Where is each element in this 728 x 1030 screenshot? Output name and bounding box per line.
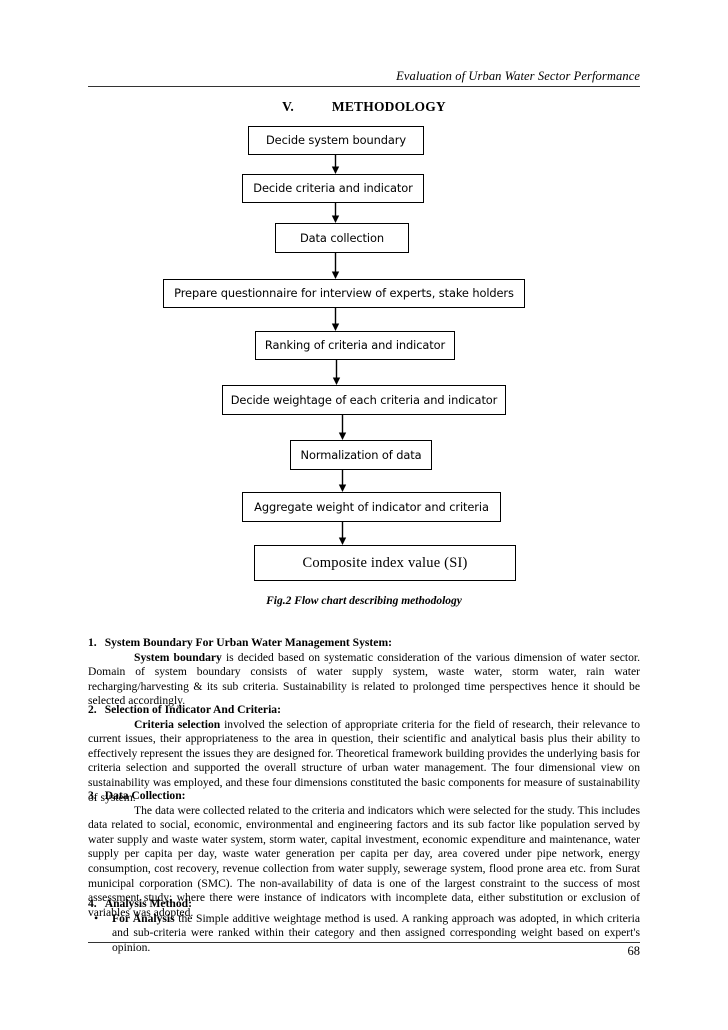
section-2-heading-text: Selection of Indicator And Criteria: bbox=[104, 703, 281, 716]
section-2-body: involved the selection of appropriate cr… bbox=[88, 717, 640, 804]
section-4-bullet-body: the Simple additive weightage method is … bbox=[112, 911, 640, 954]
section-numeral: V. bbox=[282, 99, 294, 114]
section-3-heading: 3. Data Collection: bbox=[88, 789, 640, 804]
section-block-2: 2. Selection of Indicator And Criteria: C… bbox=[88, 703, 640, 805]
flow-arrow-5 bbox=[331, 360, 342, 385]
section-3-number: 3. bbox=[88, 789, 97, 802]
section-4-number: 4. bbox=[88, 897, 97, 910]
flow-box-composite-index-value: Composite index value (SI) bbox=[254, 545, 516, 581]
flow-box-ranking-criteria-indicator: Ranking of criteria and indicator bbox=[255, 331, 455, 360]
header-rule bbox=[88, 86, 640, 87]
section-block-1: 1. System Boundary For Urban Water Manage… bbox=[88, 636, 640, 709]
section-2-paragraph: Criteria selection involved the selectio… bbox=[88, 718, 640, 806]
flow-box-decide-system-boundary: Decide system boundary bbox=[248, 126, 424, 155]
section-block-4: 4. Analysis Method: • For Analysis the Sim… bbox=[88, 897, 640, 955]
section-4-heading-text: Analysis Method: bbox=[104, 897, 192, 910]
flow-arrow-2 bbox=[330, 203, 341, 223]
page-title: V. METHODOLOGY bbox=[88, 99, 640, 115]
running-header: Evaluation of Urban Water Sector Perform… bbox=[396, 69, 640, 83]
flow-arrow-4 bbox=[330, 308, 341, 331]
section-block-3: 3. Data Collection: The data were collect… bbox=[88, 789, 640, 920]
figure-caption: Fig.2 Flow chart describing methodology bbox=[266, 595, 462, 607]
section-2-number: 2. bbox=[88, 703, 97, 716]
section-3-heading-text: Data Collection: bbox=[104, 789, 186, 802]
section-1-lead: System boundary bbox=[134, 650, 222, 664]
flow-box-decide-criteria-indicator: Decide criteria and indicator bbox=[242, 174, 424, 203]
section-2-heading: 2. Selection of Indicator And Criteria: bbox=[88, 703, 640, 718]
flow-arrow-8 bbox=[337, 522, 348, 545]
flow-arrow-3 bbox=[330, 253, 341, 279]
section-1-paragraph: System boundary is decided based on syst… bbox=[88, 651, 640, 709]
section-3-paragraph: The data were collected related to the c… bbox=[88, 803, 640, 919]
page-number: 68 bbox=[627, 944, 641, 958]
section-4-bullet-lead: For Analysis bbox=[112, 911, 175, 925]
section-4-heading: 4. Analysis Method: bbox=[88, 897, 640, 912]
flow-box-aggregate-weight: Aggregate weight of indicator and criter… bbox=[242, 492, 501, 522]
flow-box-prepare-questionnaire: Prepare questionnaire for interview of e… bbox=[163, 279, 525, 308]
section-1-number: 1. bbox=[88, 636, 97, 649]
flow-box-decide-weightage: Decide weightage of each criteria and in… bbox=[222, 385, 506, 415]
section-4-bullet-item: • For Analysis the Simple additive weight… bbox=[88, 910, 640, 956]
bullet-icon: • bbox=[94, 910, 99, 925]
flow-arrow-6 bbox=[337, 415, 348, 440]
section-1-heading-text: System Boundary For Urban Water Manageme… bbox=[104, 636, 392, 649]
flow-box-data-collection: Data collection bbox=[275, 223, 409, 253]
section-1-body: is decided based on systematic considera… bbox=[88, 650, 640, 708]
flow-box-normalization-of-data: Normalization of data bbox=[290, 440, 432, 470]
flow-arrow-1 bbox=[330, 155, 341, 174]
flow-arrow-7 bbox=[337, 470, 348, 492]
footer-rule bbox=[88, 942, 640, 943]
section-1-heading: 1. System Boundary For Urban Water Manage… bbox=[88, 636, 640, 651]
section-title: METHODOLOGY bbox=[331, 99, 446, 114]
section-2-lead: Criteria selection bbox=[134, 717, 221, 731]
methodology-flow-chart: Decide system boundary Decide criteria a… bbox=[163, 126, 525, 581]
